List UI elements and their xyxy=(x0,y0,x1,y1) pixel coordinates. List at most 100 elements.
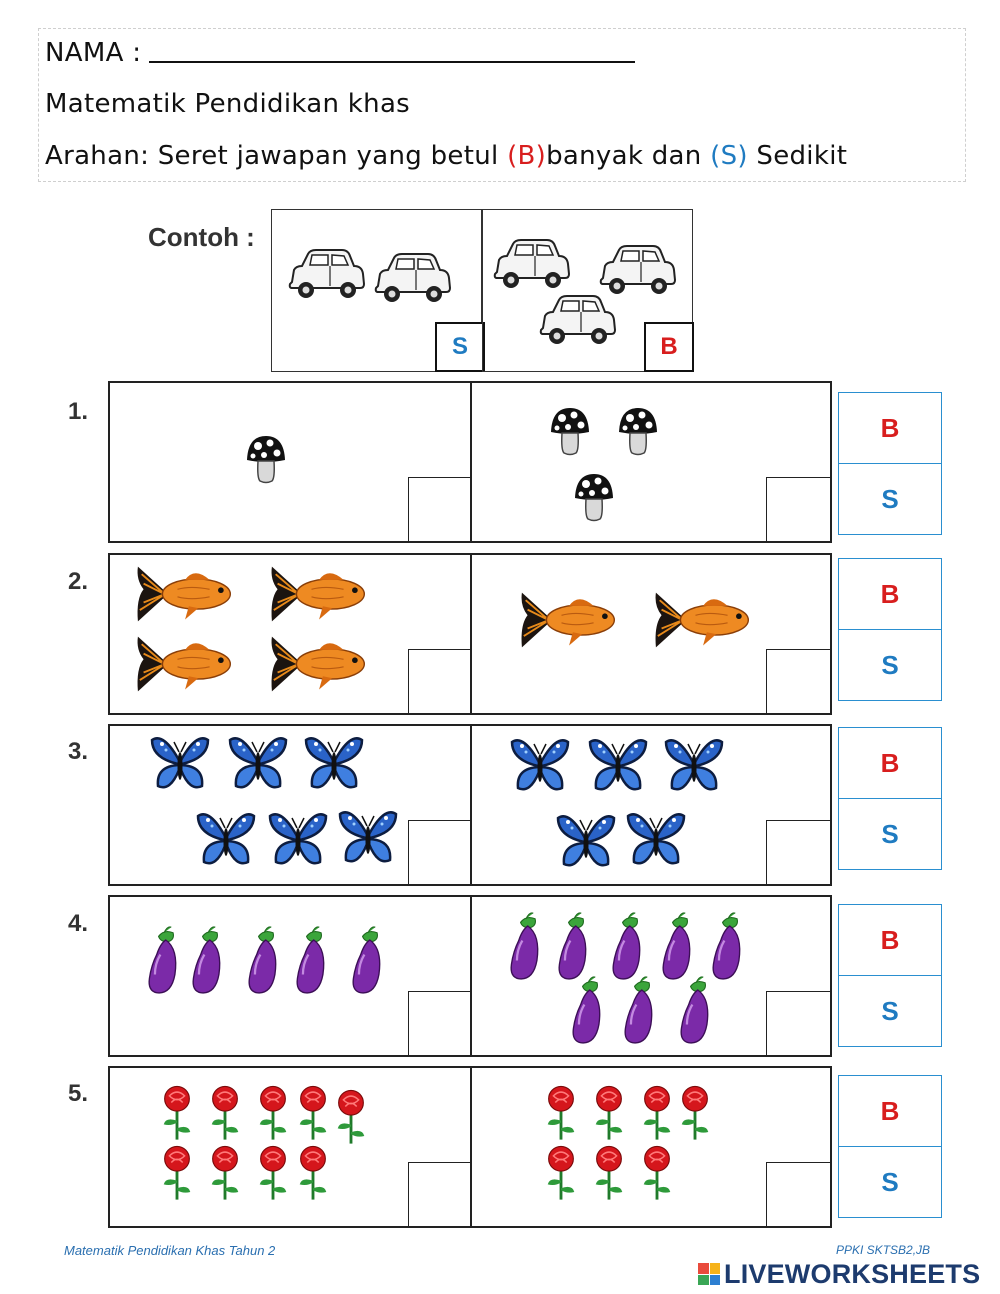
rose-icon xyxy=(254,1144,292,1202)
question-number: 2. xyxy=(68,568,89,595)
question-number: 4. xyxy=(68,910,89,937)
butterfly-icon xyxy=(228,734,288,794)
rose-icon xyxy=(158,1144,196,1202)
butterfly-icon xyxy=(626,810,686,870)
s-marker: (S) xyxy=(710,141,748,171)
option-b-button[interactable]: B xyxy=(838,904,942,976)
instruction-prefix: Arahan: Seret jawapan yang betul xyxy=(45,141,508,171)
butterfly-icon xyxy=(196,810,256,870)
panel-divider xyxy=(470,383,472,541)
liveworksheets-wordmark: LIVEWORKSHEETS xyxy=(724,1258,981,1289)
example-label: Contoh : xyxy=(148,222,255,252)
eggplant-icon xyxy=(620,967,660,1053)
question-number: 1. xyxy=(68,398,89,425)
option-s-button[interactable]: S xyxy=(838,1146,942,1218)
goldfish-icon xyxy=(652,587,756,653)
rose-icon xyxy=(332,1088,370,1146)
q1-left-drop-zone[interactable] xyxy=(408,477,472,541)
rose-icon xyxy=(638,1144,676,1202)
butterfly-icon xyxy=(588,736,648,796)
liveworksheets-mark-icon xyxy=(698,1263,720,1285)
car-icon xyxy=(372,250,452,306)
subject-title: Matematik Pendidikan khas xyxy=(45,89,411,119)
option-b-button[interactable]: B xyxy=(838,727,942,799)
mushroom-icon xyxy=(572,471,616,523)
rose-icon xyxy=(254,1084,292,1142)
q3-right-drop-zone[interactable] xyxy=(766,820,830,884)
butterfly-icon xyxy=(556,812,616,872)
butterfly-icon xyxy=(304,734,364,794)
panel-divider xyxy=(470,1068,472,1226)
goldfish-icon xyxy=(268,561,372,627)
eggplant-icon xyxy=(506,903,546,989)
butterfly-icon xyxy=(510,736,570,796)
goldfish-icon xyxy=(518,587,622,653)
example-panel-right: B xyxy=(482,209,694,372)
butterfly-icon xyxy=(268,810,328,870)
name-blank-line xyxy=(149,37,636,63)
rose-icon xyxy=(590,1084,628,1142)
question-3-frame xyxy=(108,724,832,886)
rose-icon xyxy=(542,1084,580,1142)
rose-icon xyxy=(542,1144,580,1202)
footer-subject: Matematik Pendidikan Khas Tahun 2 xyxy=(64,1243,276,1258)
panel-divider xyxy=(470,897,472,1055)
q3-options: B S xyxy=(838,727,942,870)
car-icon xyxy=(286,246,366,302)
q2-right-drop-zone[interactable] xyxy=(766,649,830,713)
rose-icon xyxy=(676,1084,714,1142)
butterfly-icon xyxy=(664,736,724,796)
question-number: 5. xyxy=(68,1080,89,1107)
question-2-frame xyxy=(108,553,832,715)
liveworksheets-logo[interactable]: LIVEWORKSHEETS xyxy=(698,1258,981,1289)
mushroom-icon xyxy=(244,431,288,487)
example-tag-b: B xyxy=(644,322,694,372)
rose-icon xyxy=(638,1084,676,1142)
eggplant-icon xyxy=(188,917,228,1003)
example-tag-s: S xyxy=(435,322,485,372)
example-panel-left: S xyxy=(271,209,485,372)
eggplant-icon xyxy=(568,967,608,1053)
car-icon xyxy=(537,292,617,348)
goldfish-icon xyxy=(134,631,238,697)
option-s-button[interactable]: S xyxy=(838,463,942,535)
q2-left-drop-zone[interactable] xyxy=(408,649,472,713)
rose-icon xyxy=(294,1144,332,1202)
eggplant-icon xyxy=(244,917,284,1003)
eggplant-icon xyxy=(144,917,184,1003)
question-5-frame xyxy=(108,1066,832,1228)
option-s-button[interactable]: S xyxy=(838,629,942,701)
q5-options: B S xyxy=(838,1075,942,1218)
q5-right-drop-zone[interactable] xyxy=(766,1162,830,1226)
instruction-suffix: Sedikit xyxy=(747,141,848,171)
q3-left-drop-zone[interactable] xyxy=(408,820,472,884)
question-number: 3. xyxy=(68,738,89,765)
rose-icon xyxy=(158,1084,196,1142)
mushroom-icon xyxy=(616,405,660,457)
option-b-button[interactable]: B xyxy=(838,1075,942,1147)
option-s-button[interactable]: S xyxy=(838,975,942,1047)
instruction-text: Arahan: Seret jawapan yang betul (B)bany… xyxy=(45,141,847,171)
option-b-button[interactable]: B xyxy=(838,392,942,464)
option-s-button[interactable]: S xyxy=(838,798,942,870)
worksheet-header: NAMA : Matematik Pendidikan khas Arahan:… xyxy=(38,28,966,182)
option-b-button[interactable]: B xyxy=(838,558,942,630)
car-icon xyxy=(491,236,571,292)
goldfish-icon xyxy=(268,631,372,697)
q4-right-drop-zone[interactable] xyxy=(766,991,830,1055)
eggplant-icon xyxy=(292,917,332,1003)
q1-right-drop-zone[interactable] xyxy=(766,477,830,541)
instruction-middle: banyak dan xyxy=(546,141,711,171)
mushroom-icon xyxy=(548,405,592,457)
rose-icon xyxy=(206,1144,244,1202)
q5-left-drop-zone[interactable] xyxy=(408,1162,472,1226)
q4-options: B S xyxy=(838,904,942,1047)
q2-options: B S xyxy=(838,558,942,701)
q4-left-drop-zone[interactable] xyxy=(408,991,472,1055)
eggplant-icon xyxy=(676,967,716,1053)
footer-school: PPKI SKTSB2,JB xyxy=(836,1243,931,1257)
question-4-frame xyxy=(108,895,832,1057)
rose-icon xyxy=(590,1144,628,1202)
butterfly-icon xyxy=(338,808,398,868)
b-marker: (B) xyxy=(507,141,547,171)
